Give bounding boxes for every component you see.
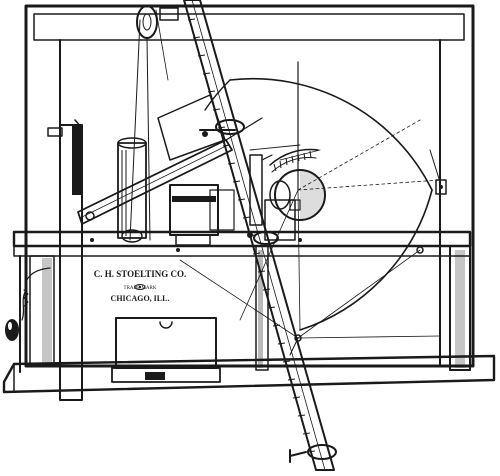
drum-cylinder [117,137,147,243]
maker-plate-line-2: TRADE MARK [124,286,157,291]
top-pulley [129,5,179,241]
guide-strings [179,246,441,356]
recording-disc [204,61,441,331]
screws [90,232,302,252]
base-platform [2,354,496,394]
eye-logo-icon [134,284,146,290]
hanging-weight [5,267,51,341]
graduated-arc [269,148,319,173]
inclined-arm [77,117,263,225]
edge-pin [429,149,447,195]
left-upright [47,119,83,401]
drawer-box [111,317,221,383]
table-shelf [12,230,472,373]
disc-hub [269,169,326,221]
camera-box [169,184,235,246]
maker-plate: C. H. STOELTING CO. TRADE MARK CHICAGO, … [94,269,187,303]
center-post [255,245,269,371]
maker-plate-line-3: CHICAGO, ILL. [111,294,170,303]
hub-bracket [249,154,301,241]
maker-plate-line-1: C. H. STOELTING CO. [94,269,187,279]
